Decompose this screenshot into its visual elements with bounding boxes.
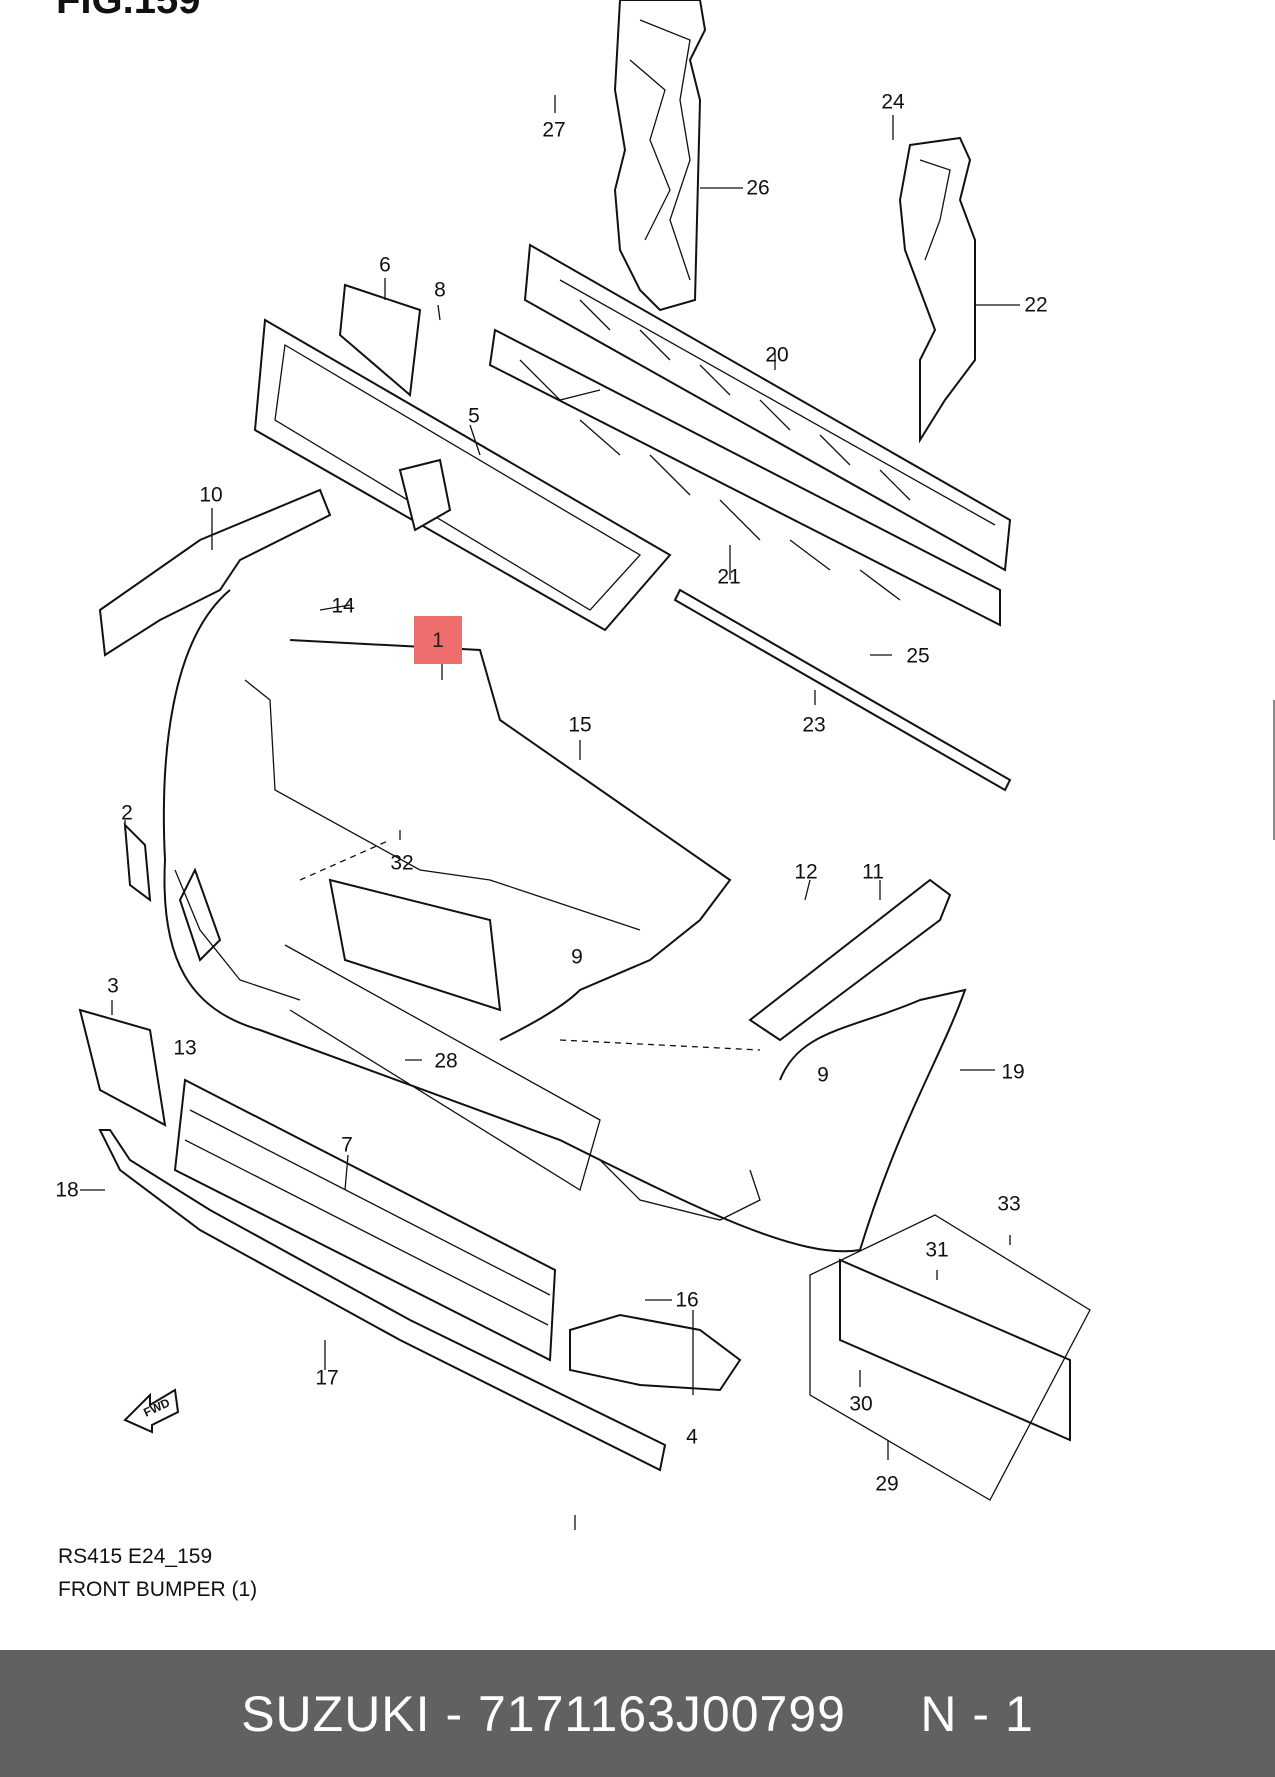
- callout-33: 33: [997, 1192, 1021, 1216]
- callout-18: 18: [55, 1178, 79, 1202]
- leader-lines: [80, 95, 1020, 1530]
- parts-diagram: FIG.159: [55, 0, 1275, 1601]
- callout-4: 4: [686, 1425, 698, 1449]
- part-11-bracket: [748, 878, 952, 1042]
- callout-26: 26: [746, 176, 770, 200]
- callout-32: 32: [390, 851, 414, 875]
- callout-15: 15: [568, 713, 592, 737]
- callout-7: 7: [341, 1133, 353, 1157]
- callout-16: 16: [675, 1288, 699, 1312]
- callout-5: 5: [468, 404, 480, 428]
- figure-heading: FIG.159: [56, 0, 201, 22]
- edge-marks: [1273, 700, 1275, 840]
- diagram-code: RS415 E24_159: [58, 1545, 213, 1568]
- diagram-name: FRONT BUMPER (1): [58, 1578, 258, 1601]
- part-1-bumper-cover: [162, 589, 967, 1253]
- callout-30: 30: [849, 1392, 873, 1416]
- part-20-reinforcement: [523, 243, 1012, 572]
- fwd-arrow: FWD: [123, 1388, 180, 1434]
- part-10-bracket: [98, 488, 332, 657]
- callout-10: 10: [199, 483, 223, 507]
- callout-19: 19: [1001, 1060, 1025, 1084]
- callout-12: 12: [794, 860, 818, 884]
- diagram-drawing: FWD: [78, 0, 1091, 1530]
- callout-8: 8: [434, 278, 446, 302]
- callout-21: 21: [717, 565, 741, 589]
- part-21-absorber: [488, 328, 1001, 627]
- callout-3: 3: [107, 974, 119, 998]
- footer-bar: SUZUKI - 7171163J00799 N - 1: [0, 1650, 1275, 1777]
- callout-29: 29: [875, 1472, 899, 1496]
- part-5-grille: [253, 318, 672, 632]
- part-29-plate-group: [809, 1214, 1091, 1501]
- part-6-plate: [338, 283, 422, 397]
- callout-6: 6: [379, 253, 391, 277]
- callout-9b: 9: [817, 1063, 829, 1087]
- callout-14: 14: [331, 594, 355, 618]
- guide-line: [299, 839, 391, 881]
- part-17-spoiler: [98, 1129, 667, 1472]
- callout-28: 28: [434, 1049, 458, 1073]
- part-4-cover: [569, 1313, 742, 1392]
- callout-20: 20: [765, 343, 789, 367]
- callout-13: 13: [173, 1036, 197, 1060]
- footer-part-number: SUZUKI - 7171163J00799 N - 1: [241, 1685, 1034, 1742]
- callout-23: 23: [802, 713, 826, 737]
- part-26-cover: [613, 0, 707, 312]
- callout-17: 17: [315, 1366, 339, 1390]
- callout-2: 2: [121, 801, 133, 825]
- callout-31: 31: [925, 1238, 949, 1262]
- part-7-lower-grille: [173, 1078, 557, 1362]
- callout-1: 1: [414, 616, 462, 664]
- guide-line: [559, 1039, 761, 1051]
- part-23-strip: [673, 588, 1012, 792]
- part-22-bracket: [898, 136, 976, 444]
- callout-27: 27: [542, 118, 566, 142]
- callout-22: 22: [1024, 293, 1048, 317]
- callout-24: 24: [881, 90, 905, 114]
- callout-9a: 9: [571, 945, 583, 969]
- part-2-plug: [123, 822, 152, 903]
- callout-25: 25: [906, 644, 930, 668]
- callout-11: 11: [862, 860, 884, 884]
- part-3-cover: [78, 1008, 167, 1127]
